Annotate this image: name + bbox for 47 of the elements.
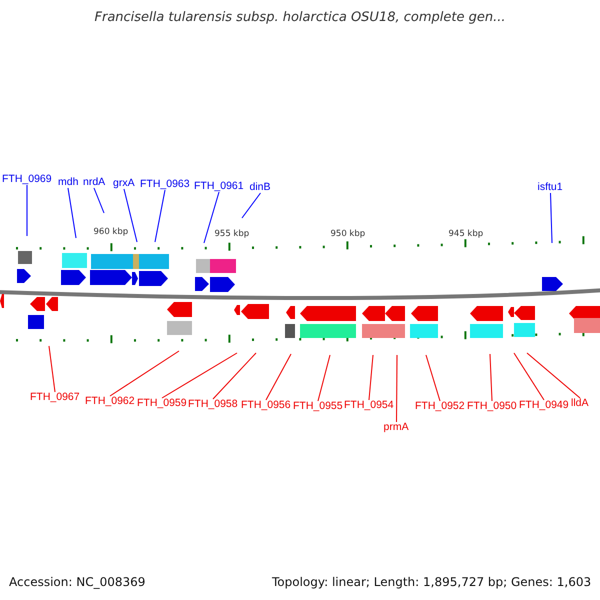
leader-line <box>26 184 28 236</box>
leader-line <box>426 354 440 402</box>
leader-line <box>396 354 398 422</box>
gene-label: prmA <box>384 422 409 432</box>
leader-line <box>68 188 76 238</box>
scale-label: 950 kbp <box>330 230 366 238</box>
gene-label: FTH_0962 <box>85 396 135 406</box>
genome-info-text: Topology: linear; Length: 1,895,727 bp; Genes: 1,603 <box>272 576 592 588</box>
gene-label: nrdA <box>83 177 106 188</box>
leader-line <box>242 192 261 218</box>
leader-line <box>266 354 292 400</box>
gene-label: FTH_0961 <box>194 181 244 192</box>
gene-label: FTH_0959 <box>137 398 187 408</box>
leader-line <box>110 350 180 396</box>
gene-label: FTH_0963 <box>140 179 190 190</box>
leader-line <box>550 192 552 244</box>
gene-label: mdh <box>58 177 78 188</box>
gene-label: FTH_0956 <box>241 400 291 410</box>
gene-label: FTH_0949 <box>519 400 569 410</box>
leader-line <box>48 346 56 392</box>
gene-label: FTH_0952 <box>415 401 465 412</box>
gene-label: FTH_0969 <box>2 174 52 184</box>
leader-line <box>368 354 374 400</box>
gene-label: FTH_0954 <box>344 400 394 410</box>
gene-label: FTH_0950 <box>467 401 517 412</box>
gene-label: FTH_0967 <box>30 392 80 402</box>
leader-line <box>212 352 256 400</box>
scale-label: 960 kbp <box>94 228 128 236</box>
leader-line <box>318 354 330 402</box>
leader-line <box>162 352 238 398</box>
gene-label: grxA <box>113 178 135 188</box>
gene-label: dinB <box>250 182 271 192</box>
leader-line <box>124 188 138 242</box>
leader-line <box>204 192 220 244</box>
gene-label: lldA <box>571 398 589 408</box>
leader-line <box>514 352 544 400</box>
gene-label: FTH_0955 <box>293 401 343 412</box>
accession-text: Accession: NC_008369 <box>9 576 146 588</box>
diagram-title: Francisella tularensis subsp. holarctica OSU18, complete gen... <box>94 11 506 24</box>
leader-line <box>490 354 492 402</box>
leader-line <box>526 352 580 398</box>
leader-line <box>94 188 104 214</box>
scale-label: 945 kbp <box>448 230 484 238</box>
scale-label: 955 kbp <box>214 230 250 238</box>
gene-label: isftu1 <box>538 182 563 192</box>
leader-line <box>154 190 166 242</box>
gene-label: FTH_0958 <box>188 399 238 410</box>
